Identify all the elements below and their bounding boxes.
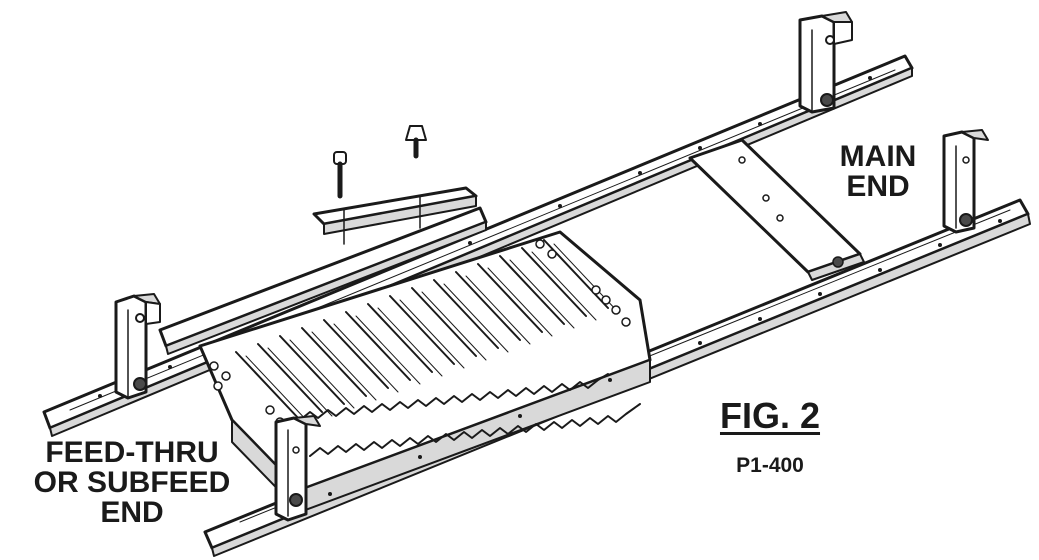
- feed-end-label-line-1: FEED-THRU: [45, 436, 219, 469]
- neutral-mounting-strap: [158, 206, 488, 355]
- main-end-label: MAIN END: [808, 142, 948, 202]
- model-number: P1-400: [736, 454, 804, 477]
- bus-mounting-holes: [209, 239, 631, 427]
- neutral-bar: [312, 186, 478, 245]
- front-rail-holes: [328, 219, 1002, 496]
- main-end-rear-bracket: [798, 11, 853, 114]
- breaker-comb-lower: [309, 403, 641, 457]
- main-end-front-bracket: [942, 129, 989, 234]
- main-end-label-line-2: END: [846, 170, 910, 203]
- feed-end-label-line-2: OR SUBFEED: [33, 466, 231, 499]
- figure-number: FIG. 2: [719, 395, 821, 436]
- neutral-bar-screw-right: [405, 125, 427, 159]
- feed-end-front-bracket: [274, 415, 321, 522]
- neutral-bar-screw-left: [333, 151, 347, 199]
- feed-end-rear-bracket: [114, 293, 161, 400]
- feed-thru-end-label: FEED-THRU OR SUBFEED END: [0, 438, 264, 528]
- breaker-comb-upper: [299, 373, 609, 421]
- back-rail-holes: [98, 76, 872, 398]
- bus-fingers: [235, 239, 619, 425]
- feed-end-label-line-3: END: [100, 496, 164, 529]
- main-end-label-line-1: MAIN: [839, 140, 917, 173]
